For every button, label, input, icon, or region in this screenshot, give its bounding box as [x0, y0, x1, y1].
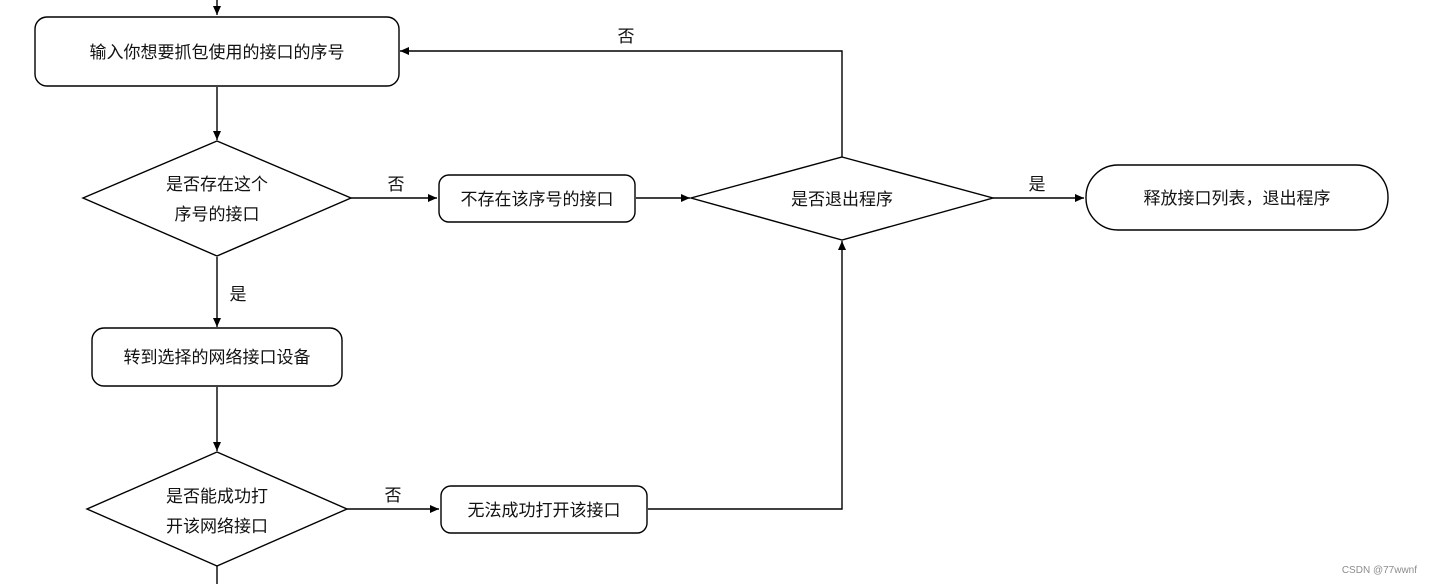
exit-decision-label: 是否退出程序 — [791, 190, 893, 210]
open-fail-box: 无法成功打开该接口 — [440, 485, 648, 534]
check-exists-diamond: 是否存在这个 序号的接口 — [81, 140, 353, 257]
exit-decision-diamond: 是否退出程序 — [688, 156, 996, 241]
input-index-box: 输入你想要抓包使用的接口的序号 — [34, 16, 400, 87]
check-open-diamond: 是否能成功打 开该网络接口 — [85, 451, 349, 567]
input-index-label: 输入你想要抓包使用的接口的序号 — [90, 42, 345, 63]
watermark-text: CSDN @77wwnf — [1341, 565, 1417, 576]
check-exists-label-line2: 序号的接口 — [175, 205, 260, 225]
not-exist-box: 不存在该序号的接口 — [438, 174, 636, 223]
edge-label-exists-yes: 是 — [230, 285, 247, 305]
check-exists-label-line1: 是否存在这个 — [166, 175, 268, 195]
release-exit-label: 释放接口列表，退出程序 — [1144, 189, 1331, 209]
edge-label-exit-yes: 是 — [1029, 175, 1046, 195]
release-exit-terminal: 释放接口列表，退出程序 — [1085, 164, 1389, 231]
edge-openfail-to-exit — [648, 241, 846, 510]
edge-exit-no — [400, 47, 843, 157]
open-fail-label: 无法成功打开该接口 — [468, 501, 621, 521]
not-exist-label: 不存在该序号的接口 — [461, 190, 614, 210]
check-open-label-line2: 开该网络接口 — [166, 517, 268, 537]
goto-device-box: 转到选择的网络接口设备 — [91, 327, 343, 387]
edge-label-exit-no: 否 — [618, 27, 635, 47]
edge-label-open-no: 否 — [385, 486, 402, 506]
check-open-label-line1: 是否能成功打 — [166, 487, 268, 507]
goto-device-label: 转到选择的网络接口设备 — [124, 348, 311, 368]
edge-label-exists-no: 否 — [388, 175, 405, 195]
